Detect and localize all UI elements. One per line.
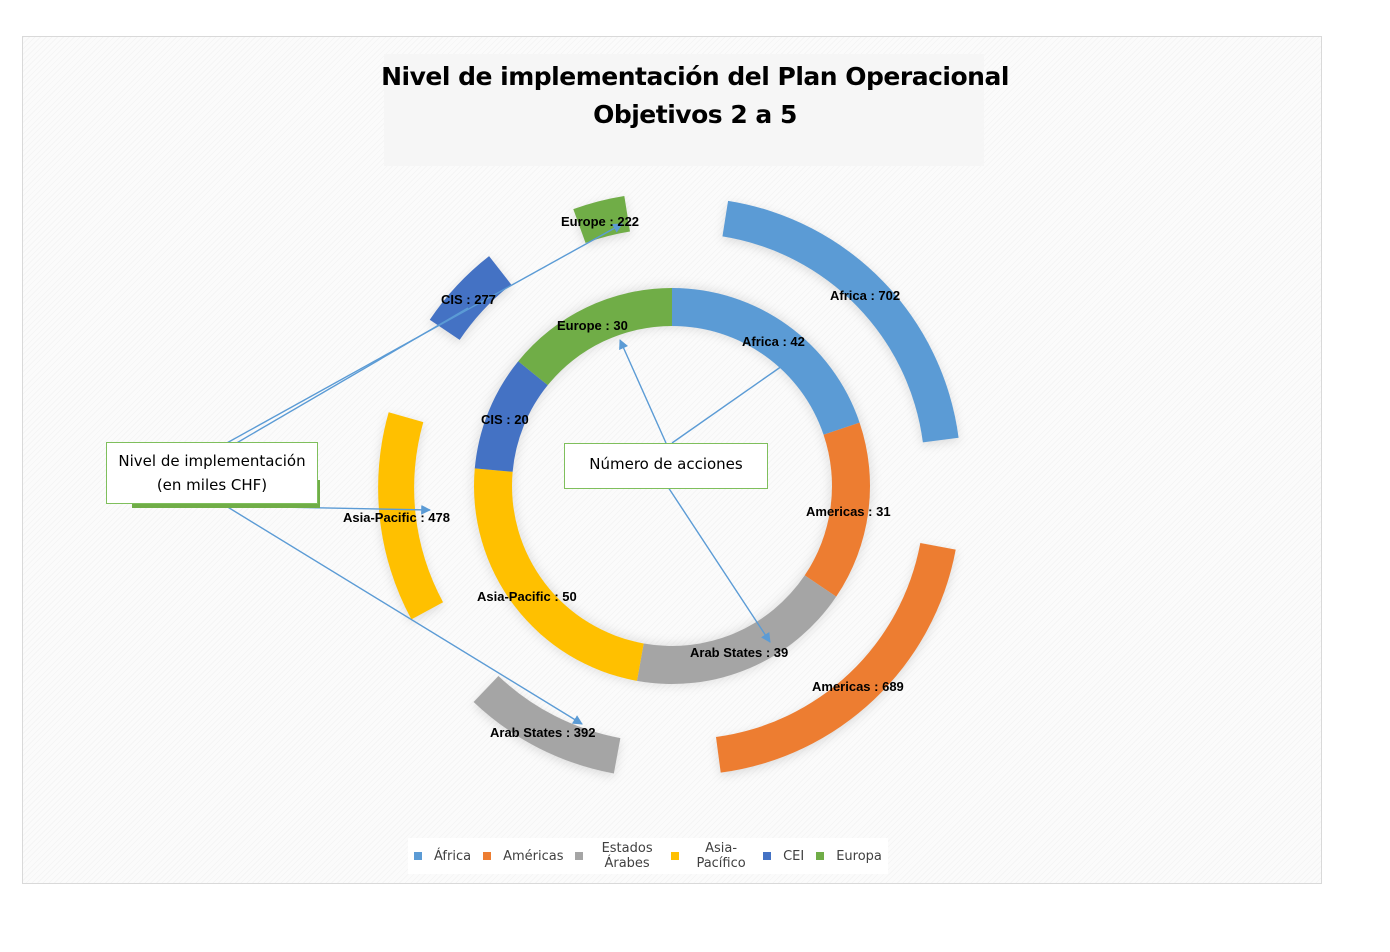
legend-swatch [671,852,680,860]
leader-acc-arab-states [667,486,771,643]
leader-impl-cis [227,307,469,449]
legend-label: Américas [503,848,564,864]
outer-slice-asia-pacific [378,412,444,620]
inner-slice-asia-pacific [474,468,644,681]
legend-item-arab-states: Estados Árabes [569,838,666,874]
legend-item-europe: Europa [810,838,888,874]
legend-swatch [763,852,772,860]
chart-subtitle: Objetivos 2 a 5 [593,100,797,129]
legend-item-cis: CEI [757,838,811,874]
inner-slice-cis [474,361,548,472]
legend: África Américas Estados Árabes Asia-Pací… [408,838,888,874]
outer-label-americas: Americas : 689 [812,679,904,694]
legend-item-americas: Américas [477,838,570,874]
outer-label-asia-pacific: Asia-Pacific : 478 [343,510,450,525]
outer-label-europe: Europe : 222 [561,214,639,229]
outer-label-cis: CIS : 277 [441,292,496,307]
inner-label-asia-pacific: Asia-Pacific : 50 [477,589,577,604]
inner-slice-europe [518,288,672,386]
legend-label: África [434,848,472,864]
implementation-callout-line2: (en miles CHF) [156,476,268,494]
inner-label-europe: Europe : 30 [557,318,628,333]
inner-label-cis: CIS : 20 [481,412,529,427]
inner-slice-americas [804,422,870,597]
outer-label-arab-states: Arab States : 392 [490,725,596,740]
legend-label: CEI [783,848,805,864]
actions-callout: Número de acciones [564,443,768,489]
inner-label-arab-states: Arab States : 39 [690,645,788,660]
implementation-callout: Nivel de implementación (en miles CHF) [106,442,318,504]
legend-label: Estados Árabes [601,841,653,871]
legend-label: Asia-Pacífico [696,841,746,871]
implementation-callout-line1: Nivel de implementación [118,452,306,470]
outer-slice-africa [722,200,959,443]
outer-slice-arab-states [473,675,621,774]
legend-label: Europa [836,848,882,864]
legend-swatch [414,852,422,860]
leader-impl-arab-states [225,505,583,725]
inner-slice-arab-states [636,575,837,684]
inner-ring [474,288,870,684]
inner-label-americas: Americas : 31 [806,504,891,519]
legend-item-africa: África [408,838,478,874]
data-labels: Africa : 42 Americas : 31 Arab States : 39… [343,214,904,740]
outer-slice-americas [715,543,956,773]
legend-swatch [575,852,584,860]
legend-item-asia-pacific: Asia-Pacífico [665,838,758,874]
inner-label-africa: Africa : 42 [742,334,805,349]
legend-swatch [483,852,492,860]
legend-swatch [816,852,825,860]
inner-slice-africa [672,288,860,435]
title-background [384,54,984,166]
chart-title: Nivel de implementación del Plan Operaci… [381,62,1009,91]
outer-label-africa: Africa : 702 [830,288,900,303]
leader-acc-europe [619,339,667,444]
leader-acc-africa [671,365,783,444]
